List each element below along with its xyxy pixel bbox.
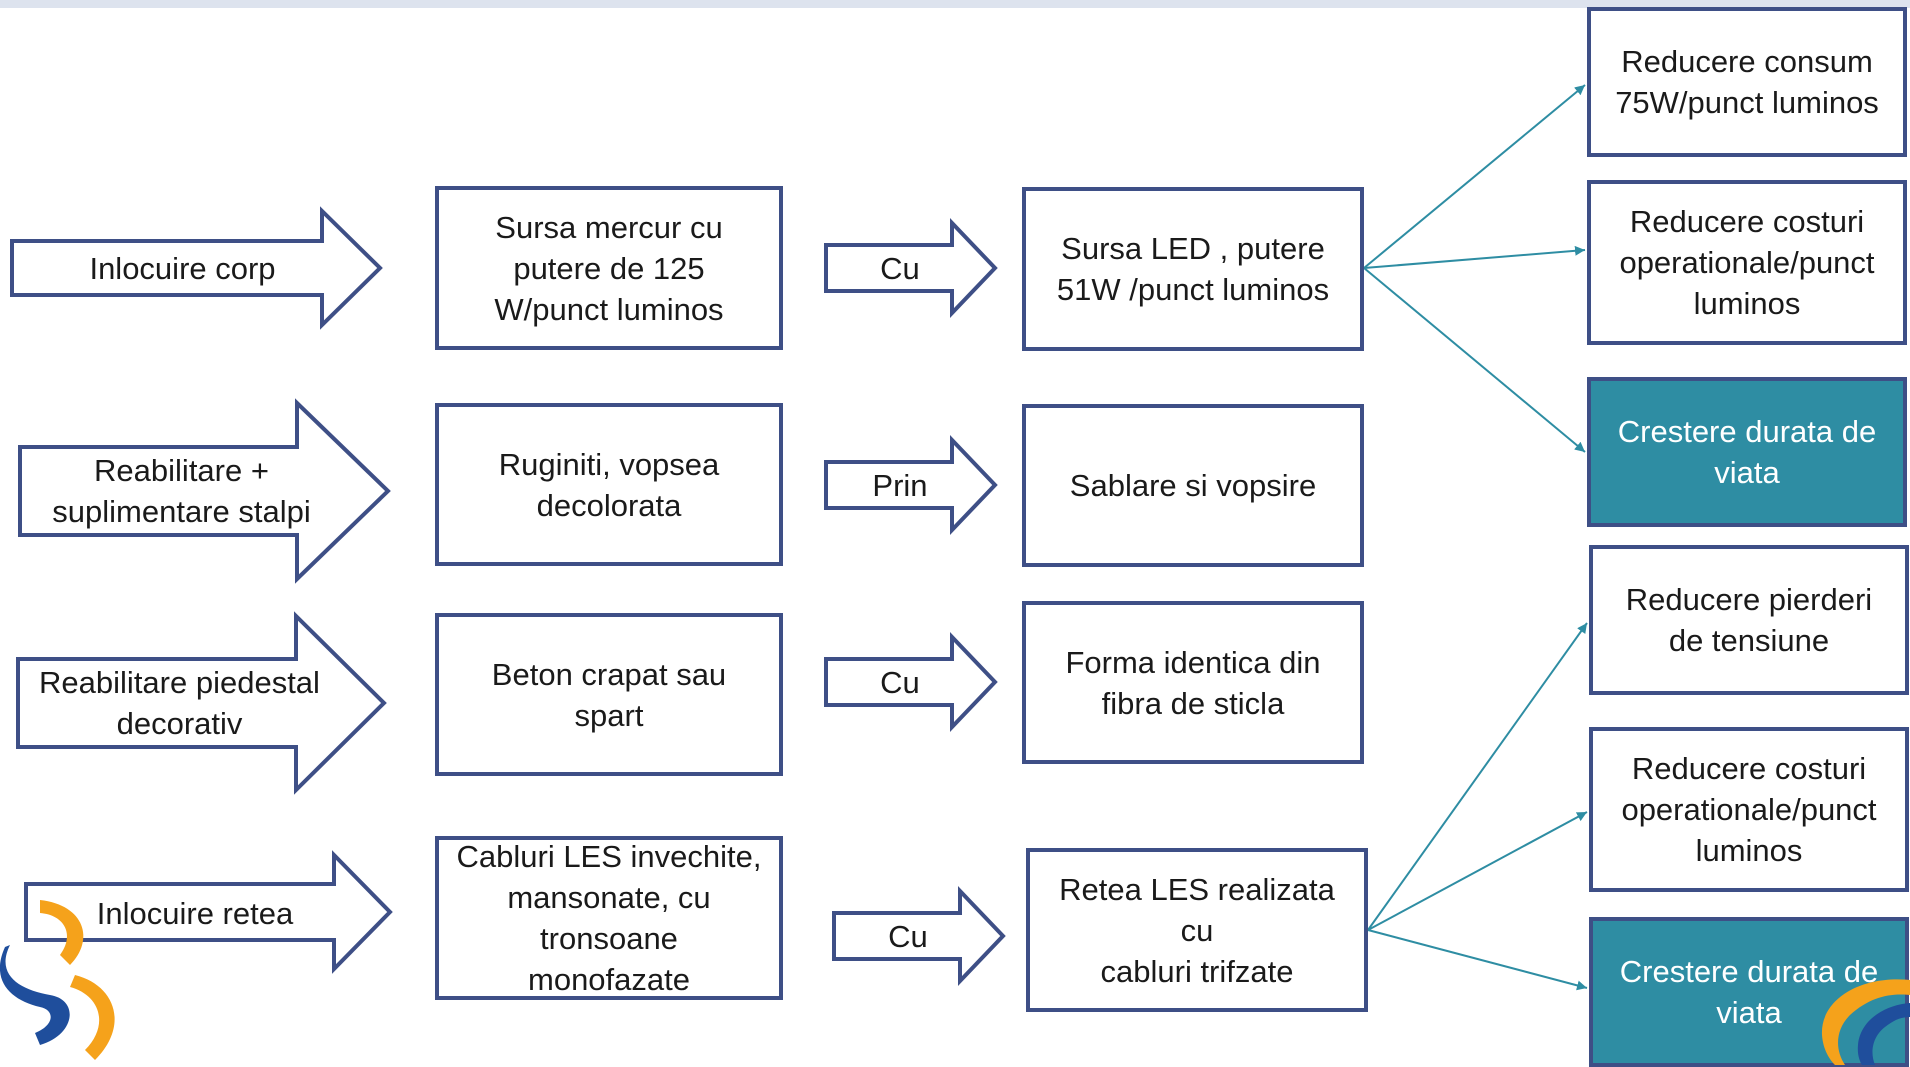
- solution-box-row4: Retea LES realizata cu cabluri trifzate: [1026, 848, 1368, 1012]
- benefit-top-1: Reducere consum 75W/punct luminos: [1587, 7, 1907, 157]
- connector-arrow-row2: [824, 435, 998, 535]
- fan-line-bottom-2: [1367, 811, 1588, 931]
- solution-box-row2: Sablare si vopsire: [1022, 404, 1364, 567]
- benefit-top-2-text: Reducere costuri operationale/punct lumi…: [1619, 204, 1875, 321]
- block-arrow-reabilitare-stalpi: [18, 398, 391, 584]
- fan-line-top-3: [1363, 267, 1586, 453]
- logo-mark-right: [1821, 979, 1910, 1065]
- problem-text-row1: Sursa mercur cu putere de 125 W/punct lu…: [494, 209, 724, 327]
- solution-box-row3: Forma identica din fibra de sticla: [1022, 601, 1364, 764]
- action-label-row4: Inlocuire retea: [96, 896, 294, 931]
- connector-arrow-row1: [824, 218, 998, 318]
- problem-box-row1: Sursa mercur cu putere de 125 W/punct lu…: [435, 186, 783, 350]
- block-arrow-reabilitare-piedestal: [16, 611, 387, 795]
- action-label-row3: Reabilitare piedestal decorativ: [39, 665, 320, 741]
- problem-text-row2: Ruginiti, vopsea decolorata: [498, 446, 720, 523]
- benefit-bottom-1-text: Reducere pierderi de tensiune: [1625, 582, 1873, 658]
- connector-label-row2: Prin: [872, 468, 928, 503]
- benefit-bottom-2: Reducere costuri operationale/punct lumi…: [1589, 727, 1909, 892]
- problem-box-row4: Cabluri LES invechite, mansonate, cu tro…: [435, 836, 783, 1000]
- problem-text-row4: Cabluri LES invechite, mansonate, cu tro…: [456, 839, 762, 997]
- solution-text-row1: Sursa LED , putere 51W /punct luminos: [1056, 231, 1330, 307]
- benefit-top-1-text: Reducere consum 75W/punct luminos: [1615, 44, 1879, 120]
- solution-text-row2: Sablare si vopsire: [1069, 468, 1317, 503]
- logo-mark-left: [0, 900, 115, 1060]
- problem-text-row3: Beton crapat sau spart: [491, 656, 727, 733]
- fan-line-top-1: [1363, 84, 1586, 269]
- solution-text-row3: Forma identica din fibra de sticla: [1065, 644, 1321, 721]
- connector-arrow-row4: [832, 886, 1006, 986]
- fan-line-bottom-1: [1367, 622, 1588, 931]
- benefit-bottom-3-text: Crestere durata de viata: [1619, 954, 1879, 1030]
- block-arrow-inlocuire-corp: [10, 206, 383, 330]
- connector-label-row4: Cu: [888, 919, 928, 954]
- action-label-row2: Reabilitare + suplimentare stalpi: [52, 453, 311, 529]
- connector-arrow-row3: [824, 632, 998, 732]
- benefit-top-3: Crestere durata de viata: [1587, 377, 1907, 527]
- problem-box-row3: Beton crapat sau spart: [435, 613, 783, 776]
- connector-label-row3: Cu: [880, 665, 920, 700]
- action-label-row1: Inlocuire corp: [89, 251, 276, 286]
- problem-box-row2: Ruginiti, vopsea decolorata: [435, 403, 783, 566]
- benefit-bottom-2-text: Reducere costuri operationale/punct lumi…: [1621, 751, 1877, 868]
- connector-label-row1: Cu: [880, 251, 920, 286]
- benefit-bottom-1: Reducere pierderi de tensiune: [1589, 545, 1909, 695]
- benefit-top-2: Reducere costuri operationale/punct lumi…: [1587, 180, 1907, 345]
- fan-line-top-2: [1363, 245, 1586, 269]
- benefit-top-3-text: Crestere durata de viata: [1617, 414, 1877, 490]
- top-band: [0, 0, 1910, 8]
- solution-text-row4: Retea LES realizata cu cabluri trifzate: [1059, 871, 1335, 989]
- solution-box-row1: Sursa LED , putere 51W /punct luminos: [1022, 187, 1364, 351]
- fan-line-bottom-3: [1367, 929, 1588, 991]
